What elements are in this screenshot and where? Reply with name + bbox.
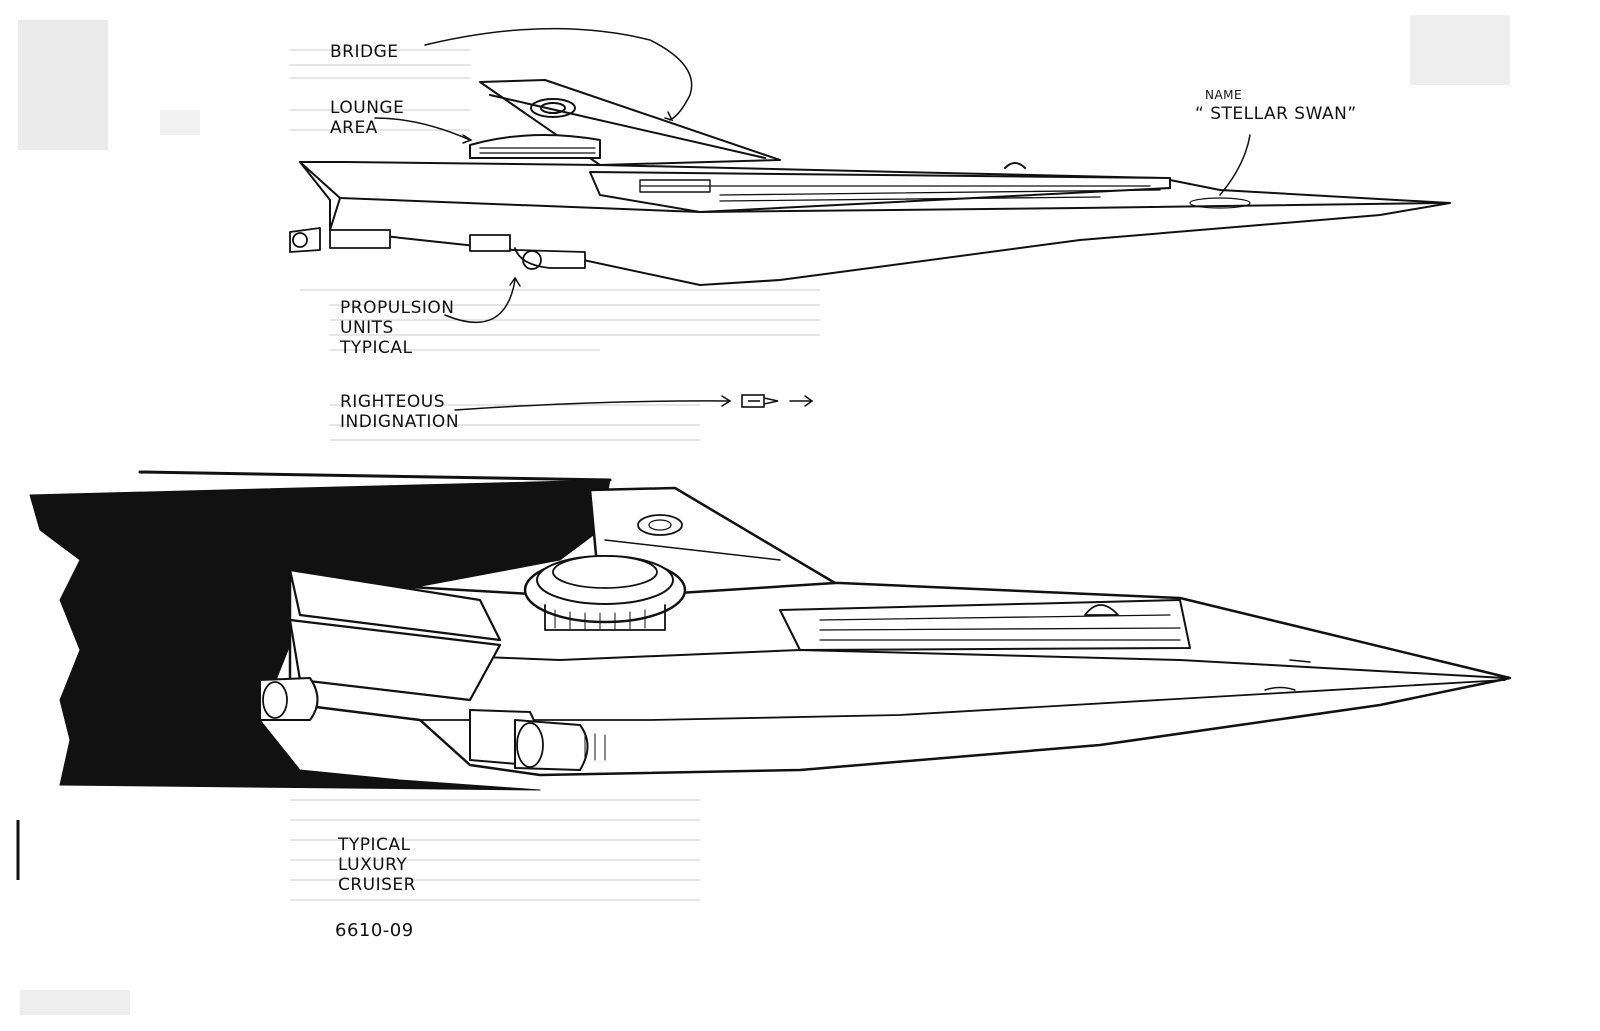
cruiser-label-line2: LUXURY	[338, 855, 408, 875]
propulsion-label-line2: UNITS	[340, 318, 394, 338]
lounge-area-label: LOUNGE AREA	[330, 98, 404, 138]
propulsion-label-line1: PROPULSION	[340, 298, 455, 318]
leader-lines	[374, 27, 1251, 411]
name-caption: NAME	[1205, 88, 1243, 102]
cruiser-label-line1: TYPICAL	[338, 835, 411, 855]
guide-lines	[290, 49, 820, 901]
righteous-indignation-ship	[741, 394, 779, 408]
righteous-indignation-label: RIGHTEOUS INDIGNATION	[340, 392, 459, 432]
side-view-ship	[289, 79, 1451, 286]
drawing-number: 6610-09	[335, 920, 414, 941]
luxury-cruiser-label: TYPICAL LUXURY CRUISER	[338, 835, 416, 895]
lounge-label-line2: AREA	[330, 118, 378, 138]
righteous-label-line2: INDIGNATION	[340, 412, 460, 432]
righteous-label-line1: RIGHTEOUS	[340, 392, 446, 412]
photocopy-noise	[18, 15, 1510, 1015]
ship-name-label: “ STELLAR SWAN”	[1195, 104, 1357, 124]
lounge-label-line1: LOUNGE	[330, 98, 405, 118]
bridge-label: BRIDGE	[330, 42, 399, 62]
cruiser-label-line3: CRUISER	[338, 875, 416, 895]
propulsion-label-line3: TYPICAL	[340, 338, 413, 358]
perspective-cruiser	[29, 470, 1512, 791]
propulsion-units-label: PROPULSION UNITS TYPICAL	[340, 298, 455, 358]
